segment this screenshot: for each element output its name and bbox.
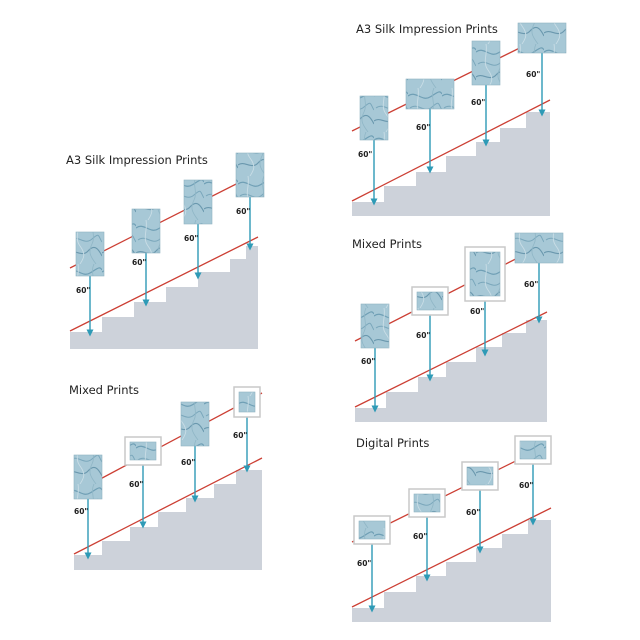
height-label-3: 60" [466,508,480,517]
height-label-1: 60" [357,559,371,568]
panel-title-left-mixed: Mixed Prints [69,383,140,397]
height-label-3: 60" [184,234,198,243]
height-label-1: 60" [361,357,375,366]
print-3 [471,40,501,86]
print-4 [517,22,567,54]
height-label-2: 60" [132,258,146,267]
height-label-1: 60" [358,150,372,159]
height-label-3: 60" [471,98,485,107]
print-1-image [73,454,103,500]
print-2-image [416,291,444,311]
stair-rail-line [69,236,259,332]
print-1 [73,454,103,500]
panel-left-mixed: 60" 60" 60" 60" [73,386,263,570]
height-label-3: 60" [181,458,195,467]
print-1-image [358,520,386,540]
height-label-2: 60" [416,123,430,132]
print-2-image [131,208,161,254]
print-1 [360,303,390,349]
print-1-image [75,231,105,277]
print-2 [131,208,161,254]
panel-right-digital: 60" 60" 60" 60" [351,435,552,622]
panel-right-mixed: 60" 60" 60" 60" [354,232,564,422]
print-4 [514,232,564,264]
stair-rail-line [351,507,552,608]
print-3 [464,246,506,302]
height-label-2: 60" [416,331,430,340]
staircase [352,520,551,622]
print-4 [233,386,261,418]
print-1-image [359,95,389,141]
print-2-image [413,493,441,513]
print-4-image [517,22,567,54]
panel-title-right-digital: Digital Prints [356,436,430,450]
print-2 [405,78,455,110]
print-3-image [183,179,213,225]
print-2-image [129,441,157,461]
print-2 [124,436,162,466]
height-label-4: 60" [519,481,533,490]
staircase [70,246,258,349]
stair-rail-line [351,99,551,202]
print-1 [359,95,389,141]
print-4 [514,435,552,465]
staircase [74,470,262,570]
print-3 [180,401,210,447]
height-label-2: 60" [413,532,427,541]
print-3 [183,179,213,225]
height-label-1: 60" [76,286,90,295]
print-3 [461,461,499,491]
print-3-image [466,466,494,486]
height-label-2: 60" [129,480,143,489]
stair-rail-line [354,311,548,408]
staircase [355,320,547,422]
staircase [352,112,550,216]
stair-rail-line [73,457,263,555]
height-label-3: 60" [470,307,484,316]
print-3-image [180,401,210,447]
print-1 [75,231,105,277]
height-label-4: 60" [233,431,247,440]
print-2-image [405,78,455,110]
print-4-image [238,391,256,413]
print-4-image [514,232,564,264]
panel-title-right-silk: A3 Silk Impression Prints [356,22,498,36]
height-label-1: 60" [74,507,88,516]
panel-title-left-silk: A3 Silk Impression Prints [66,153,208,167]
print-1 [353,515,391,545]
print-4-image [235,152,265,198]
print-3-image [469,251,501,297]
print-2 [408,488,446,518]
print-4 [235,152,265,198]
print-4-image [519,440,547,460]
print-center-line [73,392,263,494]
print-2 [411,286,449,316]
print-3-image [471,40,501,86]
height-label-4: 60" [236,207,250,216]
height-label-4: 60" [524,280,538,289]
panel-right-silk: 60" 60" 60" 60" [351,22,567,216]
panel-left-silk: 60" 60" 60" 60" [69,152,265,349]
panel-title-right-mixed: Mixed Prints [352,237,423,251]
print-1-image [360,303,390,349]
height-label-4: 60" [526,70,540,79]
